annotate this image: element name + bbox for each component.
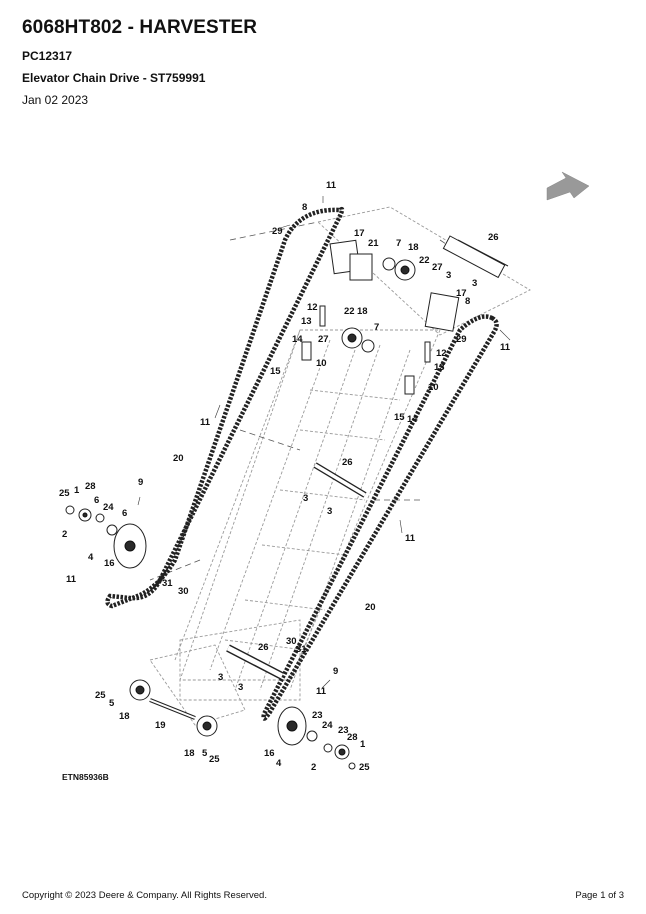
callout-14: 14 — [292, 334, 303, 345]
callout-22b: 22 — [344, 306, 355, 317]
callout-1: 1 — [74, 485, 80, 496]
page-title: 6068HT802 - HARVESTER — [22, 17, 258, 38]
callout-23: 23 — [312, 710, 323, 721]
callout-16: 16 — [104, 558, 115, 569]
callout-28: 28 — [85, 481, 96, 492]
elevator-frame — [149, 206, 531, 726]
callout-3f: 3 — [238, 682, 243, 693]
callout-8: 8 — [302, 202, 307, 213]
callout-9: 9 — [138, 477, 143, 488]
callout-25b: 25 — [95, 690, 106, 701]
callout-30b: 30 — [286, 636, 297, 647]
catalog-number: PC12317 — [22, 49, 73, 63]
callout-20b: 20 — [365, 602, 376, 613]
callout-13: 13 — [301, 316, 312, 327]
fasteners — [137, 196, 511, 689]
copyright: Copyright © 2023 Deere & Company. All Ri… — [22, 890, 267, 901]
callout-11c: 11 — [200, 417, 211, 428]
bottom-right-assembly — [277, 706, 356, 770]
drive-shaft — [149, 698, 196, 720]
callout-3c: 3 — [303, 493, 308, 504]
callout-21: 21 — [368, 238, 379, 249]
right-chain — [261, 314, 499, 721]
callout-16b: 16 — [264, 748, 275, 759]
figure-id: ETN85936B — [62, 772, 109, 782]
callout-3b: 3 — [472, 278, 477, 289]
callout-28b: 28 — [347, 732, 358, 743]
callout-11: 11 — [326, 180, 337, 191]
callout-17: 17 — [354, 228, 365, 239]
left-chain — [105, 206, 345, 609]
callout-12b: 12 — [436, 348, 447, 359]
callout-15b: 15 — [394, 412, 405, 423]
callouts: 11 8 29 17 21 7 18 26 22 27 3 3 17 8 12 … — [59, 180, 511, 782]
callout-18b: 18 — [357, 306, 368, 317]
callout-25: 25 — [59, 488, 70, 499]
callout-12: 12 — [307, 302, 318, 313]
callout-26b: 26 — [342, 457, 353, 468]
callout-24: 24 — [103, 502, 114, 513]
callout-23b: 23 — [338, 725, 349, 736]
callout-18: 18 — [408, 242, 419, 253]
callout-17b: 17 — [456, 288, 467, 299]
callout-4b: 4 — [276, 758, 282, 769]
callout-6: 6 — [94, 495, 99, 506]
callout-7: 7 — [396, 238, 401, 249]
callout-31b: 31 — [296, 644, 307, 655]
callout-2: 2 — [62, 529, 67, 540]
bottom-shaft — [226, 644, 284, 680]
callout-5: 5 — [109, 698, 115, 709]
callout-3d: 3 — [327, 506, 332, 517]
callout-3: 3 — [446, 270, 451, 281]
callout-10: 10 — [316, 358, 327, 369]
callout-30: 30 — [178, 586, 189, 597]
callout-18d: 18 — [184, 748, 195, 759]
callout-5b: 5 — [202, 748, 208, 759]
callout-2b: 2 — [311, 762, 316, 773]
parts-diagram: 11 8 29 17 21 7 18 26 22 27 3 3 17 8 12 … — [59, 171, 590, 782]
callout-27: 27 — [432, 262, 443, 273]
callout-11b: 11 — [500, 342, 511, 353]
callout-31: 31 — [162, 578, 173, 589]
callout-18c: 18 — [119, 711, 130, 722]
callout-11f: 11 — [316, 686, 327, 697]
callout-26c: 26 — [258, 642, 269, 653]
bottom-left-sprockets — [129, 679, 218, 737]
callout-27b: 27 — [318, 334, 329, 345]
callout-19: 19 — [155, 720, 166, 731]
callout-22: 22 — [419, 255, 430, 266]
callout-9b: 9 — [333, 666, 338, 677]
section-title: Elevator Chain Drive - ST759991 — [22, 71, 206, 85]
arrow-icon — [546, 171, 590, 201]
top-assembly — [301, 239, 460, 395]
callout-25c: 25 — [209, 754, 220, 765]
callout-29: 29 — [272, 226, 283, 237]
callout-1b: 1 — [360, 739, 366, 750]
callout-7b: 7 — [374, 322, 379, 333]
callout-26: 26 — [488, 232, 499, 243]
left-sprocket-assembly — [65, 505, 147, 569]
callout-25d: 25 — [359, 762, 370, 773]
callout-15: 15 — [270, 366, 281, 377]
callout-13b: 13 — [434, 362, 445, 373]
callout-6b: 6 — [122, 508, 127, 519]
document-date: Jan 02 2023 — [22, 93, 89, 107]
callout-14b: 14 — [407, 414, 418, 425]
callout-29b: 29 — [456, 334, 467, 345]
page-number: Page 1 of 3 — [575, 890, 624, 901]
callout-8b: 8 — [465, 296, 470, 307]
top-shaft — [442, 235, 509, 279]
callout-10b: 10 — [428, 382, 439, 393]
callout-3e: 3 — [218, 672, 223, 683]
callout-20: 20 — [173, 453, 184, 464]
callout-24b: 24 — [322, 720, 333, 731]
callout-4: 4 — [88, 552, 94, 563]
callout-11d: 11 — [405, 533, 416, 544]
callout-11e: 11 — [66, 574, 77, 585]
middle-shaft — [313, 462, 367, 498]
